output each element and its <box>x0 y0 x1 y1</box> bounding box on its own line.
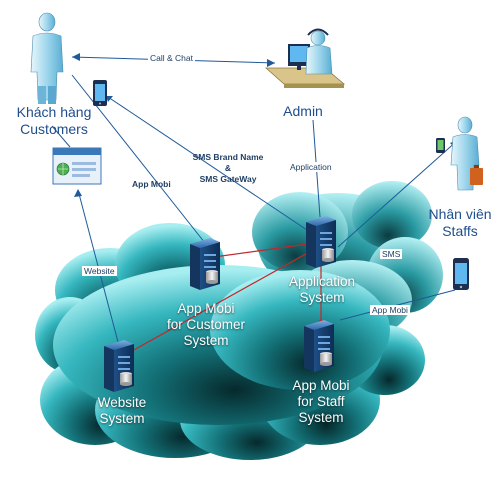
server-app-mobi-customer-icon <box>190 238 220 290</box>
arrow-to-phone <box>106 96 113 102</box>
customers-label-line1: Khách hàng <box>16 104 92 120</box>
customer-phone-icon <box>93 80 107 106</box>
edge-label-application: Application <box>288 162 334 172</box>
app-mobi-customer-line1: App Mobi <box>177 301 235 316</box>
web-browser-icon <box>52 147 102 185</box>
edge-label-sms: SMS <box>380 249 403 259</box>
application-system-line2: System <box>299 290 345 305</box>
admin-label-line1: Admin <box>283 103 323 119</box>
staffs-label: Nhân viên Staffs <box>418 206 501 240</box>
arrow-to-webapp <box>74 189 82 197</box>
staffs-label-line1: Nhân viên <box>428 206 492 222</box>
app-mobi-customer-line2: for Customer <box>166 317 246 332</box>
admin-label: Admin <box>270 103 336 120</box>
application-system-line1: Application <box>288 274 356 289</box>
website-system-line2: System <box>99 411 145 426</box>
edge-label-sms-brand-line3: SMS GateWay <box>199 174 257 184</box>
staff-phone-icon <box>453 258 469 290</box>
app-mobi-staff-line3: System <box>298 410 344 425</box>
server-application-icon <box>306 216 336 268</box>
staff-person-icon <box>436 116 483 191</box>
server-app-mobi-staff-icon <box>304 320 334 372</box>
edge-label-call-chat: Call & Chat <box>148 53 195 63</box>
customers-label-line2: Customers <box>20 121 88 137</box>
website-system-label: Website System <box>78 395 166 427</box>
arrow-to-admin <box>267 59 275 67</box>
link-phone-application <box>107 96 308 231</box>
app-mobi-customer-line3: System <box>183 333 229 348</box>
link-customers-webapp <box>51 125 71 148</box>
admin-workstation-icon <box>264 28 346 88</box>
edge-label-sms-brand: SMS Brand Name & SMS GateWay <box>168 152 288 185</box>
app-mobi-staff-line2: for Staff <box>297 394 345 409</box>
link-application-staffs <box>337 139 459 248</box>
customers-label: Khách hàng Customers <box>8 104 100 138</box>
app-mobi-staff-line1: App Mobi <box>292 378 350 393</box>
edge-label-website: Website <box>82 266 117 276</box>
website-system-line1: Website <box>97 395 147 410</box>
app-mobi-customer-system-label: App Mobi for Customer System <box>152 301 260 349</box>
link-website-application <box>122 249 314 357</box>
customer-person-icon <box>30 12 64 104</box>
staffs-label-line2: Staffs <box>442 223 478 239</box>
server-website-icon <box>104 340 134 392</box>
edge-label-app-mobi-staff: App Mobi <box>370 305 410 315</box>
link-appmobi-application <box>206 242 316 259</box>
edge-label-sms-brand-line2: & <box>224 163 232 173</box>
app-mobi-staff-system-label: App Mobi for Staff System <box>276 378 366 426</box>
application-system-label: Application System <box>270 274 374 306</box>
edge-label-sms-brand-line1: SMS Brand Name <box>192 152 264 162</box>
arrow-to-customers <box>72 53 80 61</box>
edge-label-app-mobi: App Mobi <box>132 179 171 189</box>
